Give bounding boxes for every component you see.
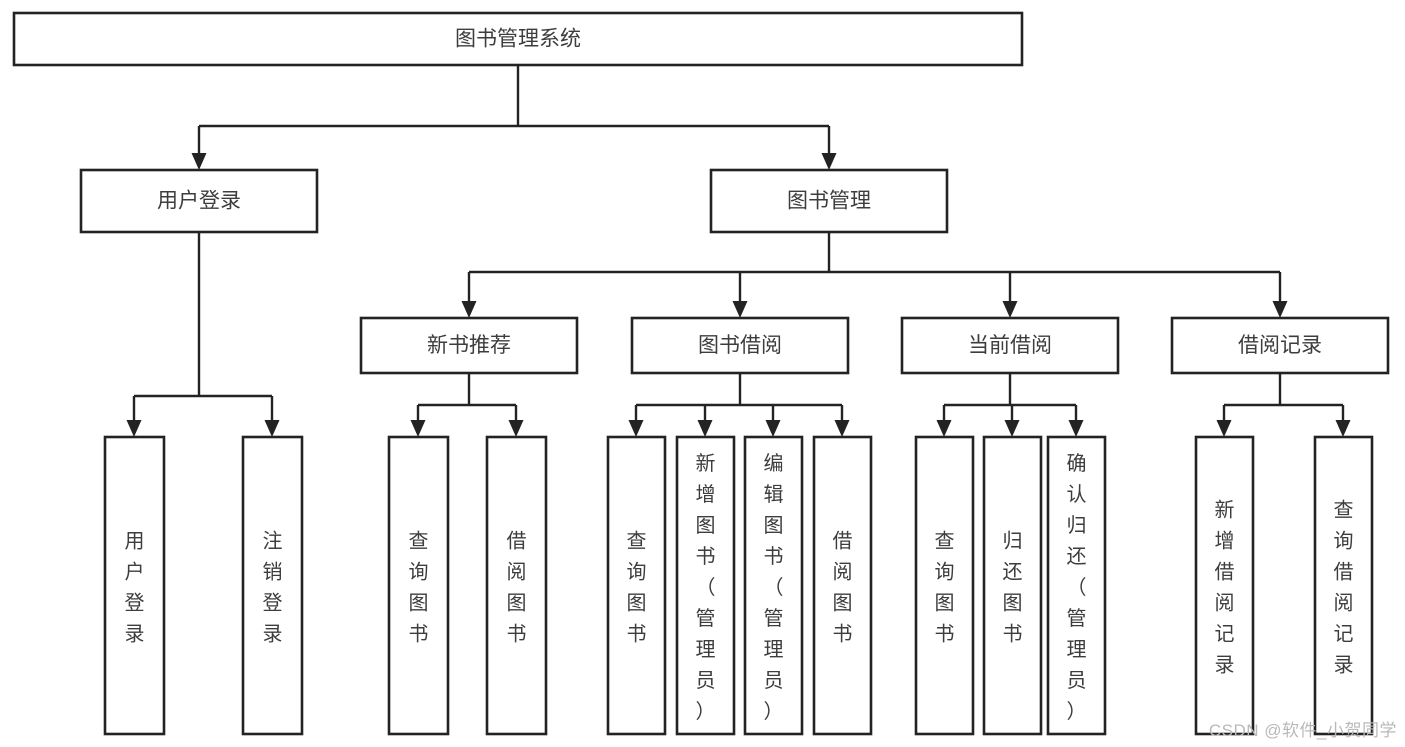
- connector-current-to-leaves: [936, 373, 1084, 437]
- node-box-leaf-user-logout[interactable]: [241, 435, 304, 736]
- node-leaf-borrow-query-book[interactable]: 查询图书: [606, 435, 667, 736]
- node-box-leaf-current-return-book[interactable]: [982, 435, 1043, 736]
- connector-borrow-to-leaves: [628, 373, 850, 437]
- node-box-new-book-recommend[interactable]: [359, 316, 579, 375]
- node-leaf-record-add-record[interactable]: 新增借阅记录: [1194, 435, 1255, 736]
- node-label-leaf-current-query-book: 查询图书: [935, 530, 955, 646]
- node-label-book-management: 图书管理: [787, 190, 871, 213]
- node-leaf-borrow-edit-book-admin[interactable]: 编辑图书（管理员）: [743, 435, 804, 736]
- node-box-leaf-borrow-add-book-admin[interactable]: [675, 435, 736, 736]
- nodes-layer: 图书管理系统用户登录图书管理新书推荐图书借阅当前借阅借阅记录用户登录注销登录查询…: [12, 11, 1390, 736]
- node-label-root-system: 图书管理系统: [455, 28, 581, 51]
- node-label-leaf-recommend-borrow-book: 借阅图书: [507, 530, 527, 646]
- node-user-login[interactable]: 用户登录: [79, 168, 319, 234]
- node-box-leaf-recommend-query-book[interactable]: [387, 435, 450, 736]
- node-box-leaf-borrow-query-book[interactable]: [606, 435, 667, 736]
- node-label-leaf-record-query-record: 查询借阅记录: [1334, 499, 1354, 677]
- node-current-borrow[interactable]: 当前借阅: [900, 316, 1120, 375]
- node-leaf-current-confirm-return-admin[interactable]: 确认归还（管理员）: [1046, 435, 1107, 736]
- node-box-user-login[interactable]: [79, 168, 319, 234]
- node-box-book-management[interactable]: [709, 168, 949, 234]
- node-leaf-record-query-record[interactable]: 查询借阅记录: [1313, 435, 1374, 736]
- node-box-leaf-borrow-borrow-book[interactable]: [812, 435, 873, 736]
- node-label-leaf-user-logout: 注销登录: [263, 530, 283, 646]
- node-leaf-user-login[interactable]: 用户登录: [103, 435, 166, 736]
- connector-bookmgmt-to-level3: [461, 232, 1288, 318]
- node-root-system[interactable]: 图书管理系统: [12, 11, 1024, 67]
- node-box-book-borrow[interactable]: [630, 316, 850, 375]
- node-book-borrow[interactable]: 图书借阅: [630, 316, 850, 375]
- node-borrow-record[interactable]: 借阅记录: [1170, 316, 1390, 375]
- node-leaf-recommend-query-book[interactable]: 查询图书: [387, 435, 450, 736]
- node-box-leaf-user-login[interactable]: [103, 435, 166, 736]
- connector-userlogin-to-leaves: [126, 232, 280, 437]
- node-label-leaf-borrow-query-book: 查询图书: [627, 530, 647, 646]
- node-box-leaf-recommend-borrow-book[interactable]: [485, 435, 548, 736]
- node-leaf-current-return-book[interactable]: 归还图书: [982, 435, 1043, 736]
- connector-record-to-leaves: [1216, 373, 1351, 437]
- node-label-leaf-current-confirm-return-admin: 确认归还（管理员）: [1067, 452, 1087, 723]
- connector-root-to-level2: [191, 65, 837, 170]
- node-box-borrow-record[interactable]: [1170, 316, 1390, 375]
- node-label-leaf-recommend-query-book: 查询图书: [409, 530, 429, 646]
- node-label-leaf-record-add-record: 新增借阅记录: [1215, 499, 1235, 677]
- node-label-new-book-recommend: 新书推荐: [427, 334, 511, 357]
- watermark-label: CSDN @软件_小贺同学: [1208, 721, 1397, 740]
- node-box-root-system[interactable]: [12, 11, 1024, 67]
- node-box-current-borrow[interactable]: [900, 316, 1120, 375]
- node-leaf-user-logout[interactable]: 注销登录: [241, 435, 304, 736]
- node-box-leaf-current-confirm-return-admin[interactable]: [1046, 435, 1107, 736]
- connector-recommend-to-leaves: [410, 373, 524, 437]
- node-label-current-borrow: 当前借阅: [968, 334, 1052, 357]
- node-leaf-recommend-borrow-book[interactable]: 借阅图书: [485, 435, 548, 736]
- node-box-leaf-record-query-record[interactable]: [1313, 435, 1374, 736]
- connectors-layer: [126, 65, 1351, 437]
- node-label-book-borrow: 图书借阅: [698, 334, 782, 357]
- node-leaf-current-query-book[interactable]: 查询图书: [914, 435, 975, 736]
- node-box-leaf-current-query-book[interactable]: [914, 435, 975, 736]
- node-leaf-borrow-borrow-book[interactable]: 借阅图书: [812, 435, 873, 736]
- node-box-leaf-borrow-edit-book-admin[interactable]: [743, 435, 804, 736]
- node-label-borrow-record: 借阅记录: [1238, 334, 1322, 357]
- node-label-leaf-user-login: 用户登录: [125, 531, 145, 646]
- node-label-leaf-borrow-borrow-book: 借阅图书: [833, 530, 853, 646]
- node-box-leaf-record-add-record[interactable]: [1194, 435, 1255, 736]
- node-book-management[interactable]: 图书管理: [709, 168, 949, 234]
- node-label-leaf-borrow-add-book-admin: 新增图书（管理员）: [696, 452, 716, 723]
- node-new-book-recommend[interactable]: 新书推荐: [359, 316, 579, 375]
- node-label-leaf-borrow-edit-book-admin: 编辑图书（管理员）: [764, 452, 784, 723]
- node-label-leaf-current-return-book: 归还图书: [1003, 530, 1023, 646]
- node-leaf-borrow-add-book-admin[interactable]: 新增图书（管理员）: [675, 435, 736, 736]
- node-label-user-login: 用户登录: [157, 190, 241, 213]
